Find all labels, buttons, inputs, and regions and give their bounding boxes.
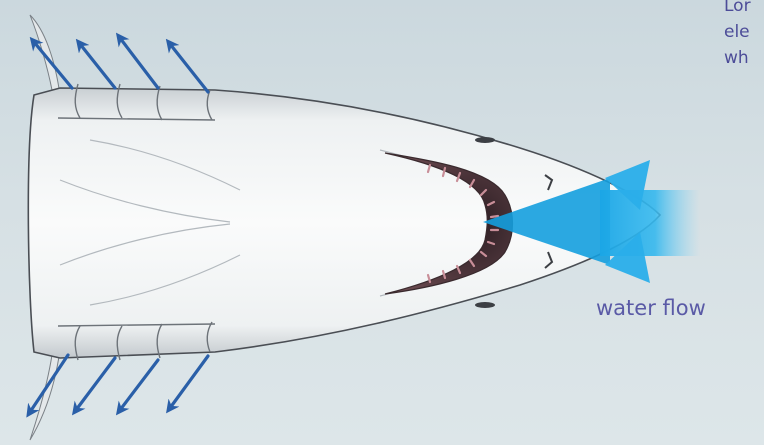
arrow-up-left-icon	[80, 44, 115, 88]
arrow-down-left-icon	[120, 360, 158, 410]
gill-arrows-top	[34, 38, 208, 92]
caption-line-1: Lor	[724, 0, 751, 17]
water-flow-band	[600, 190, 700, 256]
arrow-down-left-icon	[30, 355, 68, 412]
eye-top	[475, 137, 495, 143]
fin-bottom	[30, 350, 60, 440]
arrow-up-left-icon	[120, 38, 158, 88]
arrow-down-left-icon	[170, 356, 208, 408]
arrow-up-left-icon	[170, 44, 208, 92]
caption-line-2: ele	[724, 22, 750, 43]
eye-bottom	[475, 302, 495, 308]
caption-line-3: wh	[724, 48, 749, 69]
arrow-down-left-icon	[76, 358, 115, 410]
water-flow-label: water flow	[596, 296, 706, 320]
